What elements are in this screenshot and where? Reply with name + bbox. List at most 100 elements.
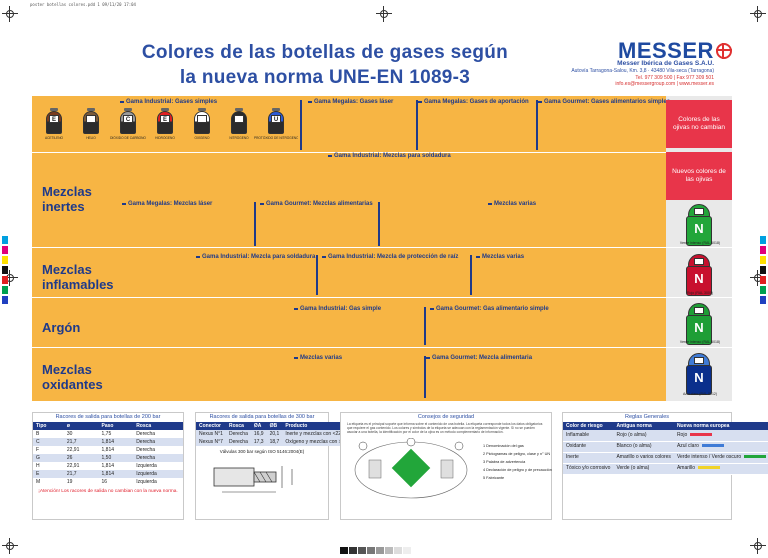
legend-item: 4 Declaración de peligro y de precaución [483, 467, 552, 472]
table-header: Rosca [133, 422, 183, 430]
crop-mark-icon [2, 538, 18, 554]
table-cell: Derecha [225, 438, 251, 446]
gas-cylinder-icon [231, 108, 247, 134]
cylinder-label: OXÍGENO [194, 136, 210, 140]
table-cell: 22,91 [66, 447, 80, 453]
row-label-inflamables: Mezclas inflamables [42, 262, 114, 292]
group-title: Gama Gourmet: Gases alimentarios simples [537, 99, 671, 105]
group-separator [424, 356, 426, 398]
group-title: Gama Industrial: Mezcla para soldadura [195, 254, 316, 260]
row-divider [32, 152, 732, 153]
table-cell: Nexus N°1 [196, 430, 226, 438]
table-header: Nueva norma europea [673, 422, 768, 430]
group-title: Gama Industrial: Mezclas para soldadura [328, 153, 451, 159]
crop-mark-icon [2, 6, 18, 22]
new-cylinder-oxidante: N [686, 353, 712, 395]
table-header: Color de riesgo [563, 422, 614, 430]
table-cell: H [36, 463, 40, 469]
table-header: Antigua norma [613, 422, 674, 430]
row-divider [32, 347, 732, 348]
table-cell: C [33, 438, 64, 446]
group-title: Mezclas varias [293, 355, 343, 361]
table-cell: Oxidante [563, 441, 614, 453]
row-label-inertes: Mezclas inertes [42, 184, 92, 214]
group-title: Gama Megalas: Mezclas láser [121, 201, 213, 207]
table-cell: 21,7 [63, 470, 99, 478]
table-cell: 16 [101, 479, 108, 485]
valve-diagram-icon [213, 466, 293, 493]
messer-logo-icon [715, 43, 732, 59]
table-header: ØA [250, 422, 267, 430]
table-header: ØB [266, 422, 283, 430]
table-cell: Oxígeno y mezclas con >22% de O₂ [282, 438, 369, 446]
caption-azul: Azul claro (RAL 5012) [682, 392, 718, 396]
gas-cylinder-icon: E [157, 108, 173, 134]
valve-note: Válvulas 300 bar según ISO 5146:2004(E) [219, 449, 305, 454]
group-title: Gama Megalas: Gases de aportación [418, 99, 529, 105]
table-cell: 22,91 [66, 463, 80, 469]
table-cell: Azul claro [673, 441, 768, 453]
gas-cylinder-icon: E [46, 108, 62, 134]
color-bar-right [760, 236, 766, 306]
table-cell: Rojo (o alma) [613, 430, 674, 442]
table-cell: Verde (o alma) [613, 463, 674, 475]
table-cell: E [33, 470, 64, 478]
group-title: Mezclas varias [487, 201, 537, 207]
row-label-oxidantes: Mezclas oxidantes [42, 362, 103, 392]
table-cell: G [33, 454, 64, 462]
row-divider [32, 247, 732, 248]
gas-cylinder-icon: C [120, 108, 136, 134]
row-divider [32, 297, 732, 298]
cylinder-label: PROTÓXIDO DE NITRÓGENO [254, 136, 298, 140]
crop-mark-icon [750, 538, 766, 554]
legend-item: 3 Palabra de advertencia [483, 459, 526, 464]
color-swatch [690, 432, 713, 436]
messer-logo: MESSER [618, 38, 732, 64]
table-cell: F [36, 447, 40, 453]
gray-scale-bar [340, 547, 411, 554]
attention-note: ¡Atención! Los racores de salida no camb… [38, 489, 178, 494]
panel-racores-200: Racores de salida para botellas de 200 b… [32, 412, 184, 520]
table-cell: Derecha [136, 447, 156, 453]
group-separator [378, 202, 380, 246]
table-header: Tipo [33, 422, 64, 430]
table-cell: Verde intenso / Verde oscuro [673, 452, 768, 464]
caption-verde: Verde intenso (RAL 6018) [679, 241, 721, 245]
color-swatch [701, 443, 724, 447]
row-label-argon: Argón [42, 320, 81, 335]
crop-mark-icon [750, 6, 766, 22]
table-cell: Amarillo [673, 463, 768, 475]
cylinder-label: NITRÓGENO [229, 136, 249, 140]
table-cell: 1,814 [98, 438, 134, 446]
gas-cylinder-icon [194, 108, 210, 134]
new-cylinder-argon: N [686, 303, 712, 345]
side-nuevos: Nuevos colores de las ojivas [666, 152, 732, 200]
group-separator [316, 255, 318, 295]
table-cell: 1,50 [98, 454, 134, 462]
company-info: Messer Ibérica de Gases S.A.U. Autovía T… [571, 60, 714, 87]
group-title: Gama Industrial: Mezcla de protección de… [321, 254, 459, 260]
legend-item: 1 Denominación del gas [483, 443, 524, 448]
table-cell: 30 [66, 431, 73, 437]
table-cell: 1,814 [101, 463, 115, 469]
table-cell: 18,7 [266, 438, 283, 446]
table-cell: 20,1 [266, 430, 283, 438]
panel-seguridad: Consejos de seguridad La etiqueta es el … [340, 412, 552, 520]
panel-racores-300: Racores de salida para botellas de 300 b… [195, 412, 369, 520]
gas-label-icon [354, 437, 468, 498]
group-separator [300, 100, 302, 150]
print-slug: poster botellas colores.pdd 1 09/11/20 1… [30, 2, 136, 7]
group-title: Gama Megalas: Gases láser [307, 99, 394, 105]
